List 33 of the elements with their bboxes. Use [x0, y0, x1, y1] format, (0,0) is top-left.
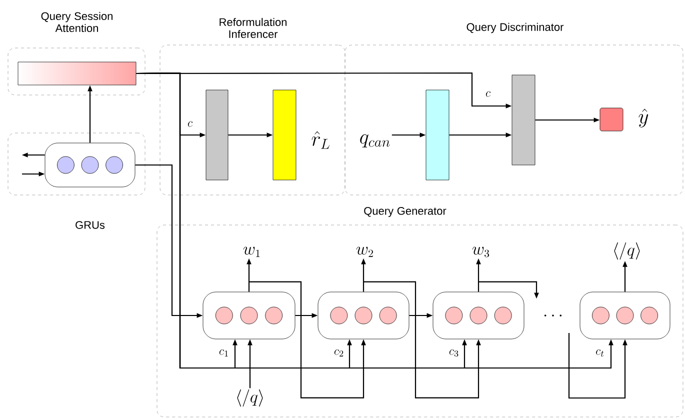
math-symbol: $\langle/q\rangle$ [237, 389, 263, 407]
group-title: Query Discriminator [466, 22, 564, 34]
ellipsis: $\cdots$ [544, 314, 562, 316]
math-symbol: $\langle/q\rangle$ [614, 242, 640, 260]
attention-bar [18, 62, 136, 86]
math-symbol: $w_3$ [472, 246, 490, 258]
edge-label: $c_3$ [448, 349, 460, 357]
gru-cell [44, 142, 136, 188]
edge-label: $c_1$ [218, 349, 230, 357]
arrow [568, 333, 628, 399]
edge-label: $c_t$ [595, 349, 605, 357]
output-symbol: $\hat{y}$ [638, 108, 648, 128]
output-symbol: $\hat{r}_L$ [312, 131, 330, 149]
group-title: GRUs [76, 221, 105, 229]
math-symbol: $q_{can}$ [360, 134, 390, 148]
gru-cell [580, 292, 670, 340]
group-title: Query Generator [364, 207, 446, 217]
edge-label: $c_2$ [333, 349, 345, 357]
edge-label: $c$ [186, 120, 194, 128]
gru-cell [202, 292, 296, 340]
arrow [136, 72, 614, 369]
gru-cell [432, 292, 524, 340]
layer-bar [426, 90, 450, 180]
math-symbol: $w_1$ [243, 246, 260, 257]
group-title: Reformulation Inferencer [220, 18, 286, 38]
arrow [364, 281, 481, 398]
edge-label: $c$ [484, 90, 492, 98]
arrow [249, 281, 366, 398]
layer-bar [512, 74, 536, 166]
gru-cell [318, 292, 410, 340]
math-symbol: $w_2$ [356, 246, 373, 257]
layer-bar [206, 90, 228, 180]
group-title: Query Session Attention [41, 12, 112, 32]
